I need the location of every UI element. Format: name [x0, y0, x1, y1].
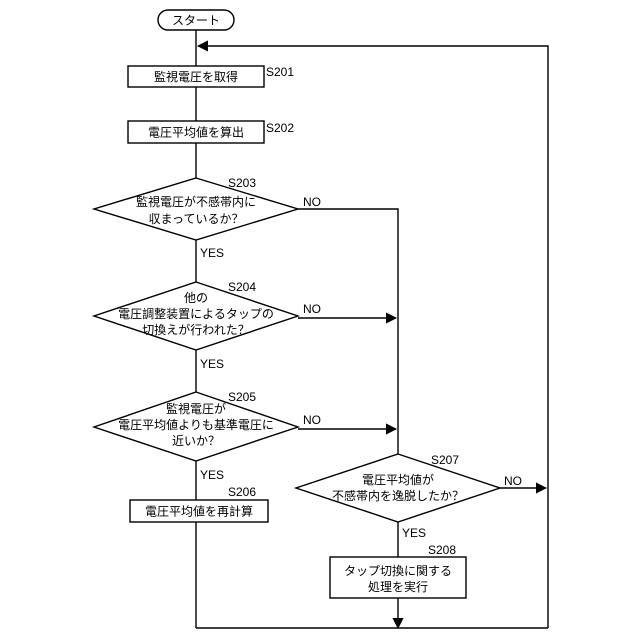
s207-line1: 電圧平均値が — [362, 472, 434, 487]
s204-id: S204 — [228, 280, 256, 294]
s203-no-label: NO — [303, 195, 321, 209]
s206-text: 電圧平均値を再計算 — [145, 504, 253, 519]
s206-id: S206 — [228, 485, 256, 499]
s203-line1: 監視電圧が不感帯内に — [136, 194, 256, 209]
s205-line3: 近いか？ — [172, 434, 220, 448]
s201-text: 監視電圧を取得 — [154, 69, 238, 84]
start-terminal: スタート — [158, 10, 234, 30]
s203-id: S203 — [228, 176, 256, 190]
s204-line2: 電圧調整装置によるタップの — [118, 306, 274, 321]
s203-yes-label: YES — [200, 246, 224, 260]
s207-no-label: NO — [504, 474, 522, 488]
s202-text: 電圧平均値を算出 — [148, 125, 244, 140]
s207-id: S207 — [431, 453, 459, 467]
s204-line3: 切換えが行われた？ — [142, 322, 249, 337]
s203-diamond — [94, 178, 298, 240]
s208-line1: タップ切換に関する — [344, 564, 452, 578]
step-s206: 電圧平均値を再計算 S206 — [130, 485, 268, 522]
s202-id: S202 — [266, 121, 294, 135]
s204-line1: 他の — [184, 291, 208, 305]
s201-id: S201 — [266, 65, 294, 79]
s207-yes-label: YES — [402, 526, 426, 540]
decision-s205: 監視電圧が 電圧平均値よりも基準電圧に 近いか？ S205 NO YES — [94, 390, 321, 482]
decision-s207: 電圧平均値が 不感帯内を逸脱したか？ S207 NO YES — [296, 453, 522, 540]
s205-id: S205 — [228, 390, 256, 404]
s204-no-label: NO — [303, 302, 321, 316]
step-s201: 監視電圧を取得 S201 — [128, 65, 294, 87]
s208-line2: 処理を実行 — [368, 579, 428, 594]
start-label: スタート — [172, 14, 220, 28]
s207-line2: 不感帯内を逸脱したか？ — [332, 488, 464, 503]
s205-line1: 監視電圧が — [166, 401, 226, 416]
decision-s204: 他の 電圧調整装置によるタップの 切換えが行われた？ S204 NO YES — [94, 280, 321, 371]
s205-yes-label: YES — [200, 468, 224, 482]
s205-no-label: NO — [303, 413, 321, 427]
s208-id: S208 — [428, 543, 456, 557]
s203-line2: 収まっているか？ — [149, 212, 244, 226]
s204-yes-label: YES — [200, 357, 224, 371]
step-s202: 電圧平均値を算出 S202 — [128, 121, 294, 143]
decision-s203: 監視電圧が不感帯内に 収まっているか？ S203 NO YES — [94, 176, 321, 260]
s205-line2: 電圧平均値よりも基準電圧に — [118, 417, 274, 432]
s207-diamond — [296, 454, 500, 522]
